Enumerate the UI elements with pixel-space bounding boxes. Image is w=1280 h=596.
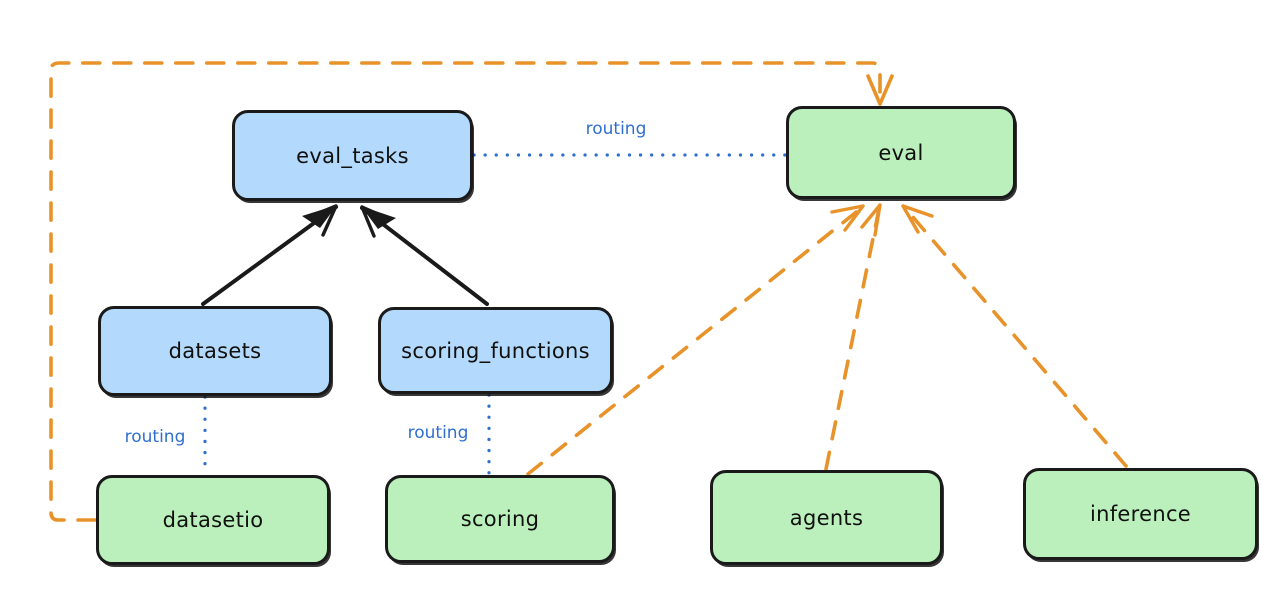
node-label-datasets: datasets [168,339,262,363]
node-agents[interactable]: agents [710,470,943,565]
node-eval[interactable]: eval [786,106,1016,199]
edge-label-eval_tasks-eval: routing [585,119,647,139]
node-inference[interactable]: inference [1023,468,1258,560]
node-label-datasetio: datasetio [162,508,264,532]
node-label-eval: eval [878,140,924,165]
edge-scoring_functions-eval_tasks [360,205,489,306]
edge-label-scoring_functions-scoring: routing [407,423,469,443]
node-label-inference: inference [1089,502,1192,526]
node-label-eval-tasks: eval_tasks [296,143,409,168]
node-datasetio[interactable]: datasetio [96,475,330,565]
node-label-scoring: scoring [460,507,540,531]
edge-datasets-eval_tasks [201,204,338,306]
edge-inference-eval [901,204,1128,468]
node-datasets[interactable]: datasets [98,306,332,396]
node-scoring[interactable]: scoring [385,475,615,563]
node-scoring-functions[interactable]: scoring_functions [378,307,613,394]
node-label-scoring-functions: scoring_functions [401,338,590,363]
edge-agents-eval [824,203,882,471]
edge-label-datasets-datasetio: routing [124,427,186,447]
node-eval-tasks[interactable]: eval_tasks [232,110,473,201]
node-label-agents: agents [789,505,864,530]
